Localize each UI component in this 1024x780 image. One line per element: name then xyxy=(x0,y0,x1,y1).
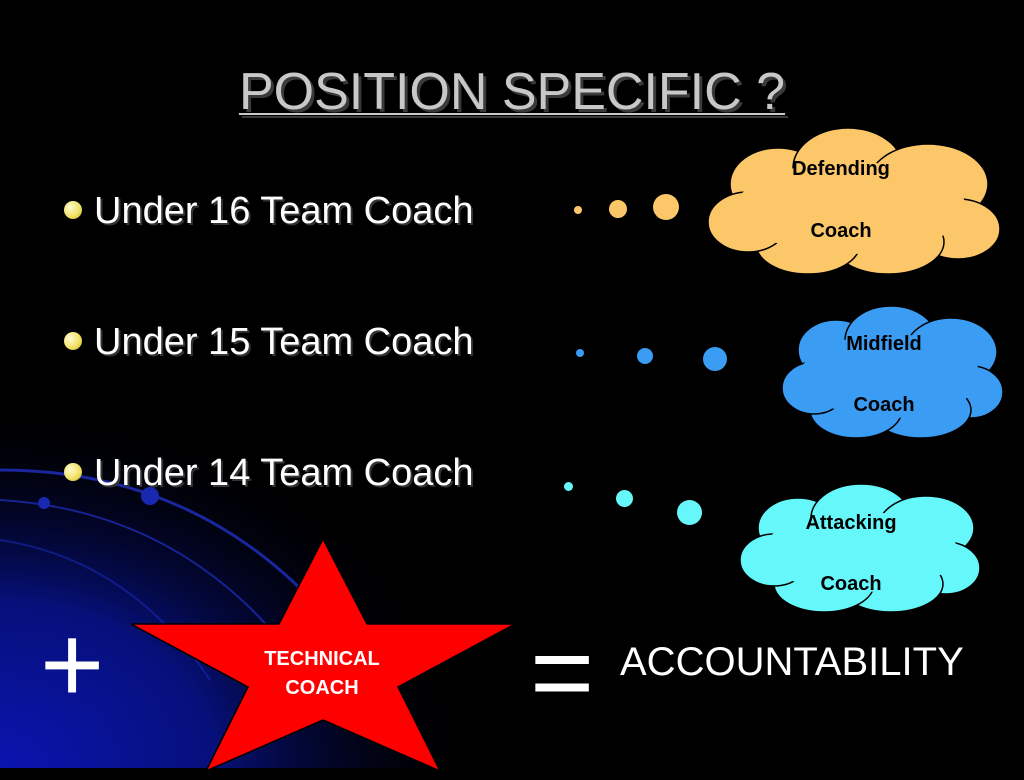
thought-bubble-dot xyxy=(574,206,582,214)
cloud-shape xyxy=(739,483,981,613)
bullet-label: Under 15 Team Coach xyxy=(94,321,474,363)
thought-bubble-dot xyxy=(576,349,584,357)
cloud-shape xyxy=(707,127,1001,275)
cloud-attacking: Attacking Coach xyxy=(736,480,982,614)
bullet-item-u16: Under 16 Team Coach xyxy=(64,190,474,233)
thought-bubble-dot xyxy=(653,194,679,220)
cloud-shape xyxy=(781,305,1004,439)
cloud-line-2: Coach xyxy=(810,220,872,242)
cloud-line-1: Attacking xyxy=(805,512,897,534)
star-icon xyxy=(130,537,516,773)
star-line-2: COACH xyxy=(285,677,359,699)
thought-bubble-dot xyxy=(637,348,653,364)
bullet-dot-icon xyxy=(64,331,82,350)
bullet-dot-icon xyxy=(64,200,82,219)
cloud-line-2: Coach xyxy=(820,573,882,595)
star-line-1: TECHNICAL xyxy=(264,648,380,670)
bullet-item-u14: Under 14 Team Coach xyxy=(64,452,474,495)
thought-bubble-dot xyxy=(703,347,727,371)
thought-bubble-dot xyxy=(616,490,633,507)
equals-symbol: = xyxy=(530,611,595,734)
cloud-line-1: Defending xyxy=(792,158,890,180)
thought-bubble-dot xyxy=(677,500,702,525)
cloud-line-1: Midfield xyxy=(846,333,922,355)
cloud-midfield: Midfield Coach xyxy=(776,302,1004,442)
thought-bubble-dot xyxy=(609,200,627,218)
technical-coach-star xyxy=(120,535,520,780)
star-label: TECHNICAL COACH xyxy=(222,645,422,703)
plus-symbol: + xyxy=(40,603,105,726)
cloud-defending: Defending Coach xyxy=(703,124,1003,276)
cloud-line-2: Coach xyxy=(853,394,915,416)
slide-title: POSITION SPECIFIC ? xyxy=(238,63,786,121)
result-accountability: ACCOUNTABILITY xyxy=(620,640,964,684)
bullet-dot-icon xyxy=(64,462,82,481)
bullet-label: Under 16 Team Coach xyxy=(94,190,474,232)
bullet-item-u15: Under 15 Team Coach xyxy=(64,321,474,364)
bullet-label: Under 14 Team Coach xyxy=(94,452,474,494)
thought-bubble-dot xyxy=(564,482,573,491)
